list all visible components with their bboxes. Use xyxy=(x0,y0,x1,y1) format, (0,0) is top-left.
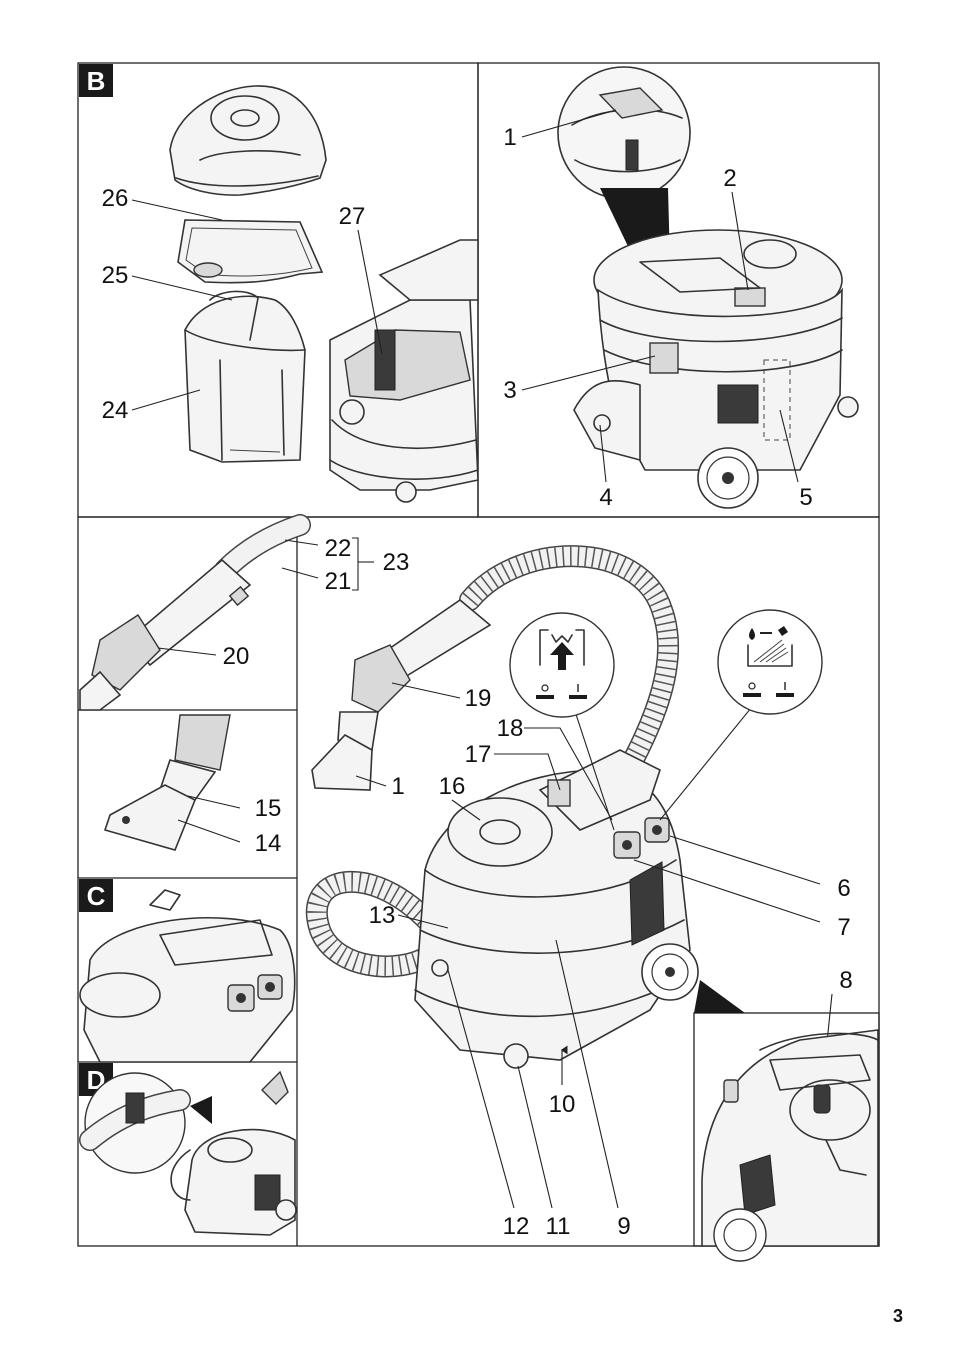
filter-basket xyxy=(184,290,306,463)
callout-13: 13 xyxy=(369,902,396,929)
svg-text:B: B xyxy=(87,66,106,96)
callout-26: 26 xyxy=(102,185,129,212)
callout-7: 7 xyxy=(837,914,850,941)
callout-10: 10 xyxy=(549,1091,576,1118)
callout-3: 3 xyxy=(503,377,516,404)
panel-b-illustration: 26 25 24 27 xyxy=(102,85,479,503)
callout-20: 20 xyxy=(223,643,250,670)
callout-4: 4 xyxy=(599,484,612,511)
callout-24: 24 xyxy=(102,397,129,424)
callout-6: 6 xyxy=(837,875,850,902)
rear-wheel xyxy=(697,447,759,509)
callout-16: 16 xyxy=(439,773,466,800)
callout-23: 23 xyxy=(383,549,410,576)
callout-18: 18 xyxy=(497,715,524,742)
callout-19: 19 xyxy=(465,685,492,712)
callout-12: 12 xyxy=(503,1213,530,1240)
cover-lid xyxy=(169,85,327,196)
panel-frames xyxy=(77,62,880,1247)
vacuum-mode-icon xyxy=(509,612,615,718)
callout-11: 11 xyxy=(546,1213,571,1240)
switch-off-symbol xyxy=(536,684,554,699)
detail-panel-8-illustration xyxy=(701,1029,879,1262)
panel-d-illustration xyxy=(79,1070,297,1236)
callout-1-top: 1 xyxy=(503,124,516,151)
callout-1-main: 1 xyxy=(391,773,404,800)
detail-magnifier xyxy=(557,66,691,200)
callout-9: 9 xyxy=(617,1213,630,1240)
callout-25: 25 xyxy=(102,262,129,289)
callout-14: 14 xyxy=(255,830,282,857)
spray-handle-illustration: 22 21 23 20 xyxy=(79,514,410,711)
main-device-illustration: 1 19 18 17 16 13 6 7 8 10 12 11 9 xyxy=(305,545,853,1240)
device-body xyxy=(573,229,843,471)
tank-body xyxy=(329,239,479,503)
spray-extraction-mode-icon xyxy=(717,609,823,715)
main-rear-wheel xyxy=(641,943,699,1001)
callout-21: 21 xyxy=(325,568,352,595)
nozzle-illustration: 15 14 xyxy=(103,714,282,857)
callout-22: 22 xyxy=(325,535,352,562)
letter-badge-b: B xyxy=(79,64,113,97)
svg-text:C: C xyxy=(87,881,106,911)
switch-on-symbol xyxy=(569,684,587,699)
device-overview-illustration: 1 2 3 4 5 xyxy=(503,66,859,511)
callout-15: 15 xyxy=(255,795,282,822)
callout-5: 5 xyxy=(799,484,812,511)
callout-8: 8 xyxy=(839,967,852,994)
callout-27: 27 xyxy=(339,203,366,230)
letter-badge-c: C xyxy=(79,879,113,912)
page-number: 3 xyxy=(893,1306,903,1326)
panel-c-illustration xyxy=(79,889,296,1063)
filter-plate xyxy=(177,219,324,284)
panel-main xyxy=(77,516,880,1247)
callout-17: 17 xyxy=(465,741,492,768)
callout-2: 2 xyxy=(723,165,736,192)
